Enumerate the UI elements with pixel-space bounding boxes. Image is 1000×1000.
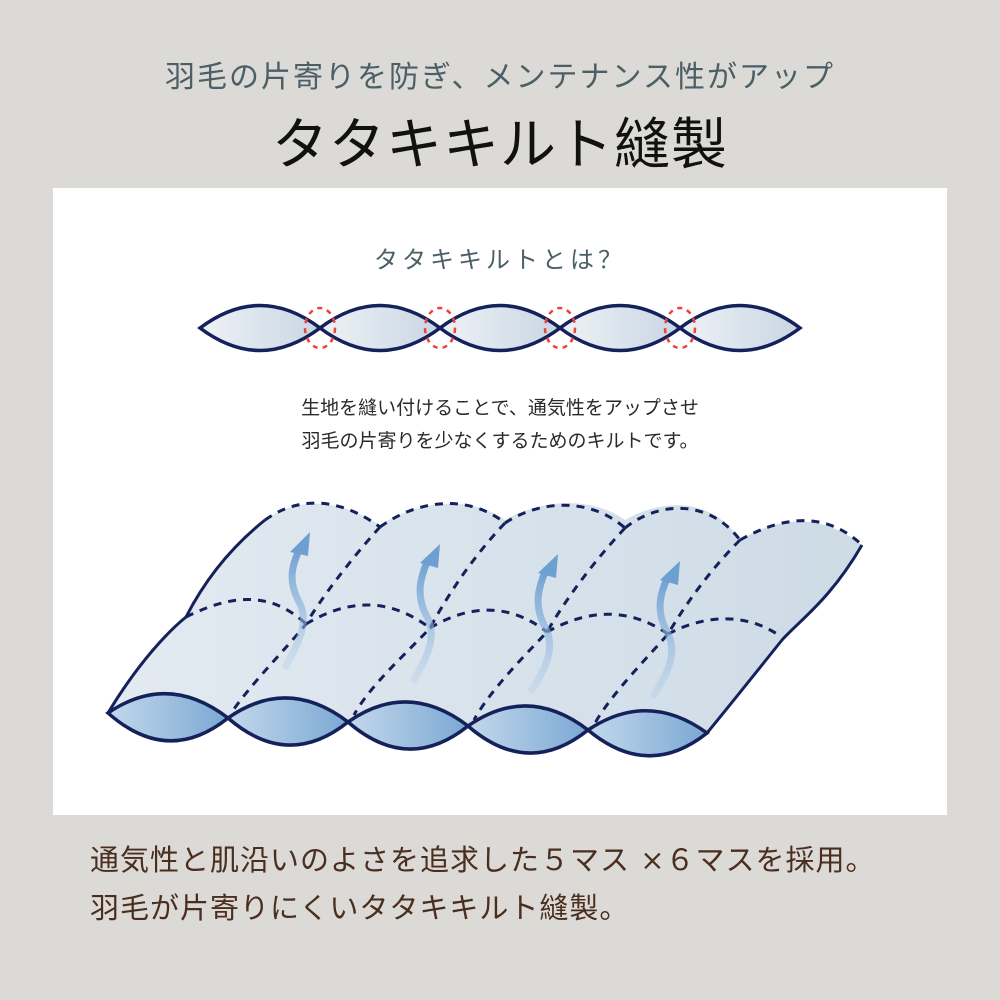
footer-line: 通気性と肌沿いのよさを追求した５マス ×６マスを採用。 [90,843,876,877]
airflow-arrow-icon [650,573,676,699]
stitch-point-marker [543,306,577,350]
arrowheads [290,532,680,585]
front-cross-section [105,692,710,758]
perspective-quilt-diagram [105,501,864,758]
airflow-arrows [282,544,676,699]
footer-line: 羽毛が片寄りにくいタタキキルト縫製。 [90,891,630,925]
page-title: タタキキルト縫製 [272,113,728,178]
panel-heading: タタキキルトとは？ [374,246,626,274]
airflow-arrow-icon [282,544,307,670]
stitch-point-marker [423,306,457,350]
description-line: 羽毛の片寄りを少なくするためのキルトです。 [301,430,699,452]
stitch-point-marker [663,306,697,350]
footer-text: 通気性と肌沿いのよさを追求した５マス ×６マスを採用。 羽毛が片寄りにくいタタキ… [90,836,876,932]
airflow-arrow-icon [410,556,435,684]
stitch-highlights [303,306,697,350]
stitch-point-marker [303,306,337,350]
cross-section-diagram [197,303,803,353]
airflow-arrow-icon [528,566,554,694]
subtitle: 羽毛の片寄りを防ぎ、メンテナンス性がアップ [165,60,835,95]
description: 生地を縫い付けることで、通気性をアップさせ 羽毛の片寄りを少なくするためのキルト… [0,392,1000,458]
description-line: 生地を縫い付けることで、通気性をアップさせ [301,397,699,419]
